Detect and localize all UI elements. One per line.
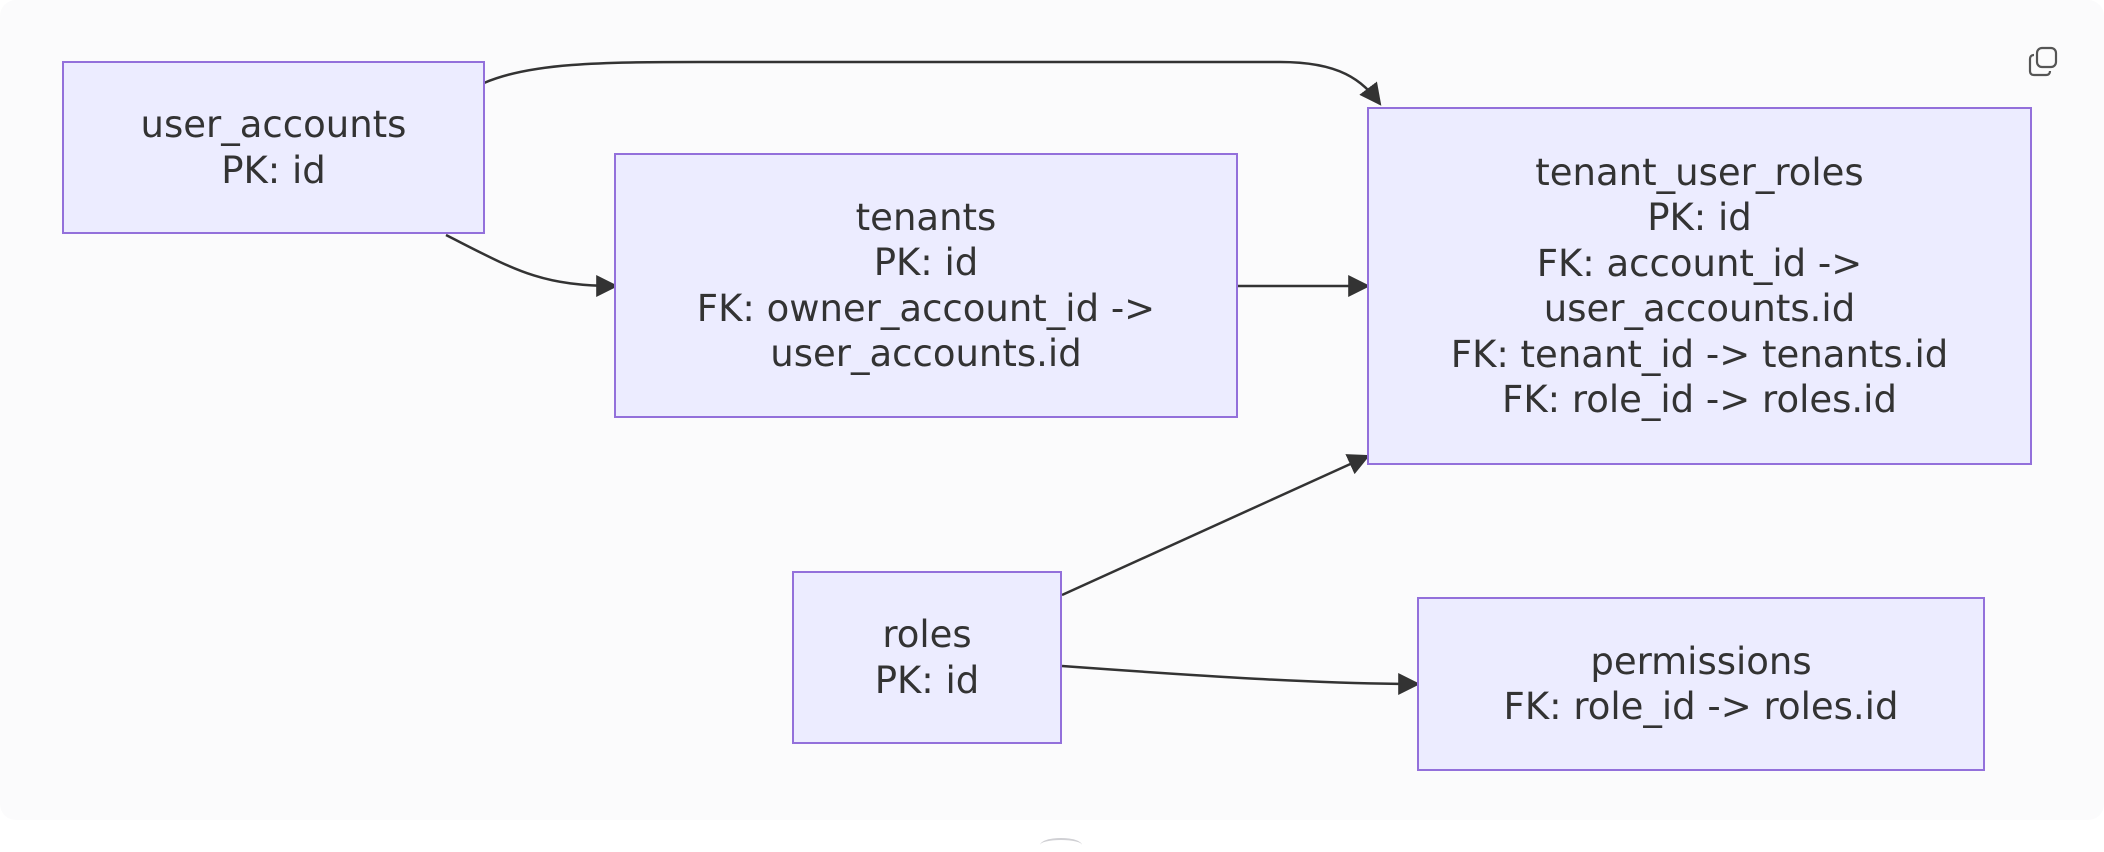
node-tenants[interactable]: tenants PK: id FK: owner_account_id -> u…: [614, 153, 1238, 418]
node-tenant-user-roles-fk-role: FK: role_id -> roles.id: [1502, 378, 1897, 421]
node-permissions[interactable]: permissions FK: role_id -> roles.id: [1417, 597, 1985, 771]
diagram-edges: [445, 60, 1421, 695]
node-user-accounts-title: user_accounts: [140, 103, 407, 146]
node-tenants-pk: PK: id: [873, 241, 979, 284]
node-tenant-user-roles-fk-tenant: FK: tenant_id -> tenants.id: [1450, 332, 1949, 376]
copy-button[interactable]: [2026, 45, 2060, 79]
node-tenant-user-roles[interactable]: tenant_user_roles PK: id FK: account_id …: [1367, 107, 2032, 465]
node-tenant-user-roles-title: tenant_user_roles: [1535, 150, 1864, 194]
node-roles-title: roles: [882, 613, 972, 656]
diagram-canvas: user_accounts PK: id tenants PK: id FK: …: [62, 45, 2060, 771]
node-tenant-user-roles-pk: PK: id: [1647, 196, 1752, 239]
scroll-hint: [1040, 838, 1082, 852]
node-tenants-title: tenants: [855, 195, 997, 239]
edge-user-accounts-to-tenant-user-roles: [483, 60, 1382, 106]
node-permissions-title: permissions: [1590, 639, 1812, 683]
node-roles-pk: PK: id: [874, 658, 980, 702]
node-tenant-user-roles-fk-account: FK: account_id ->: [1536, 241, 1863, 285]
node-roles[interactable]: roles PK: id: [792, 571, 1062, 744]
edge-user-accounts-to-tenants: [445, 233, 619, 297]
node-tenants-fk-owner: FK: owner_account_id ->: [696, 286, 1156, 330]
copy-icon: [2028, 46, 2058, 77]
node-tenant-user-roles-fk-account-target: user_accounts.id: [1543, 287, 1856, 330]
node-permissions-fk-role: FK: role_id -> roles.id: [1503, 685, 1899, 728]
node-user-accounts[interactable]: user_accounts PK: id: [62, 61, 485, 234]
node-user-accounts-pk: PK: id: [221, 148, 326, 192]
edge-roles-to-permissions: [1061, 664, 1421, 695]
node-tenants-fk-owner-target: user_accounts.id: [770, 332, 1082, 375]
edge-roles-to-tenant-user-roles: [1061, 454, 1371, 597]
